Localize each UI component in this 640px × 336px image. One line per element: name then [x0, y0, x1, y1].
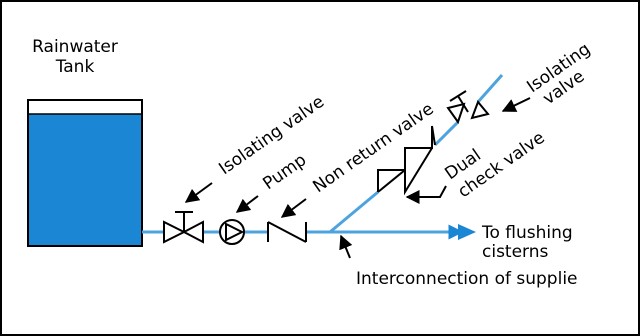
tank-water — [28, 114, 142, 246]
pointer-arrows — [184, 97, 531, 259]
to-flushing-label-line1: To flushing — [481, 223, 573, 243]
dual-check-valve — [377, 125, 436, 196]
interconnection-label: Interconnection of supplie — [356, 269, 578, 289]
tank-outline — [27, 99, 143, 247]
non-return-valve — [267, 221, 307, 243]
isolating-valve-branch — [446, 90, 490, 125]
flow-arrowhead — [458, 224, 476, 240]
branch-pipe — [329, 74, 504, 234]
to-flushing-label-line2: cisterns — [482, 242, 549, 262]
pump — [219, 219, 245, 245]
tank-label-line2: Tank — [55, 57, 95, 77]
isolating-valve-main — [163, 211, 204, 244]
tank-label-line1: Rainwater — [32, 37, 118, 57]
rainwater-tank — [27, 99, 143, 247]
